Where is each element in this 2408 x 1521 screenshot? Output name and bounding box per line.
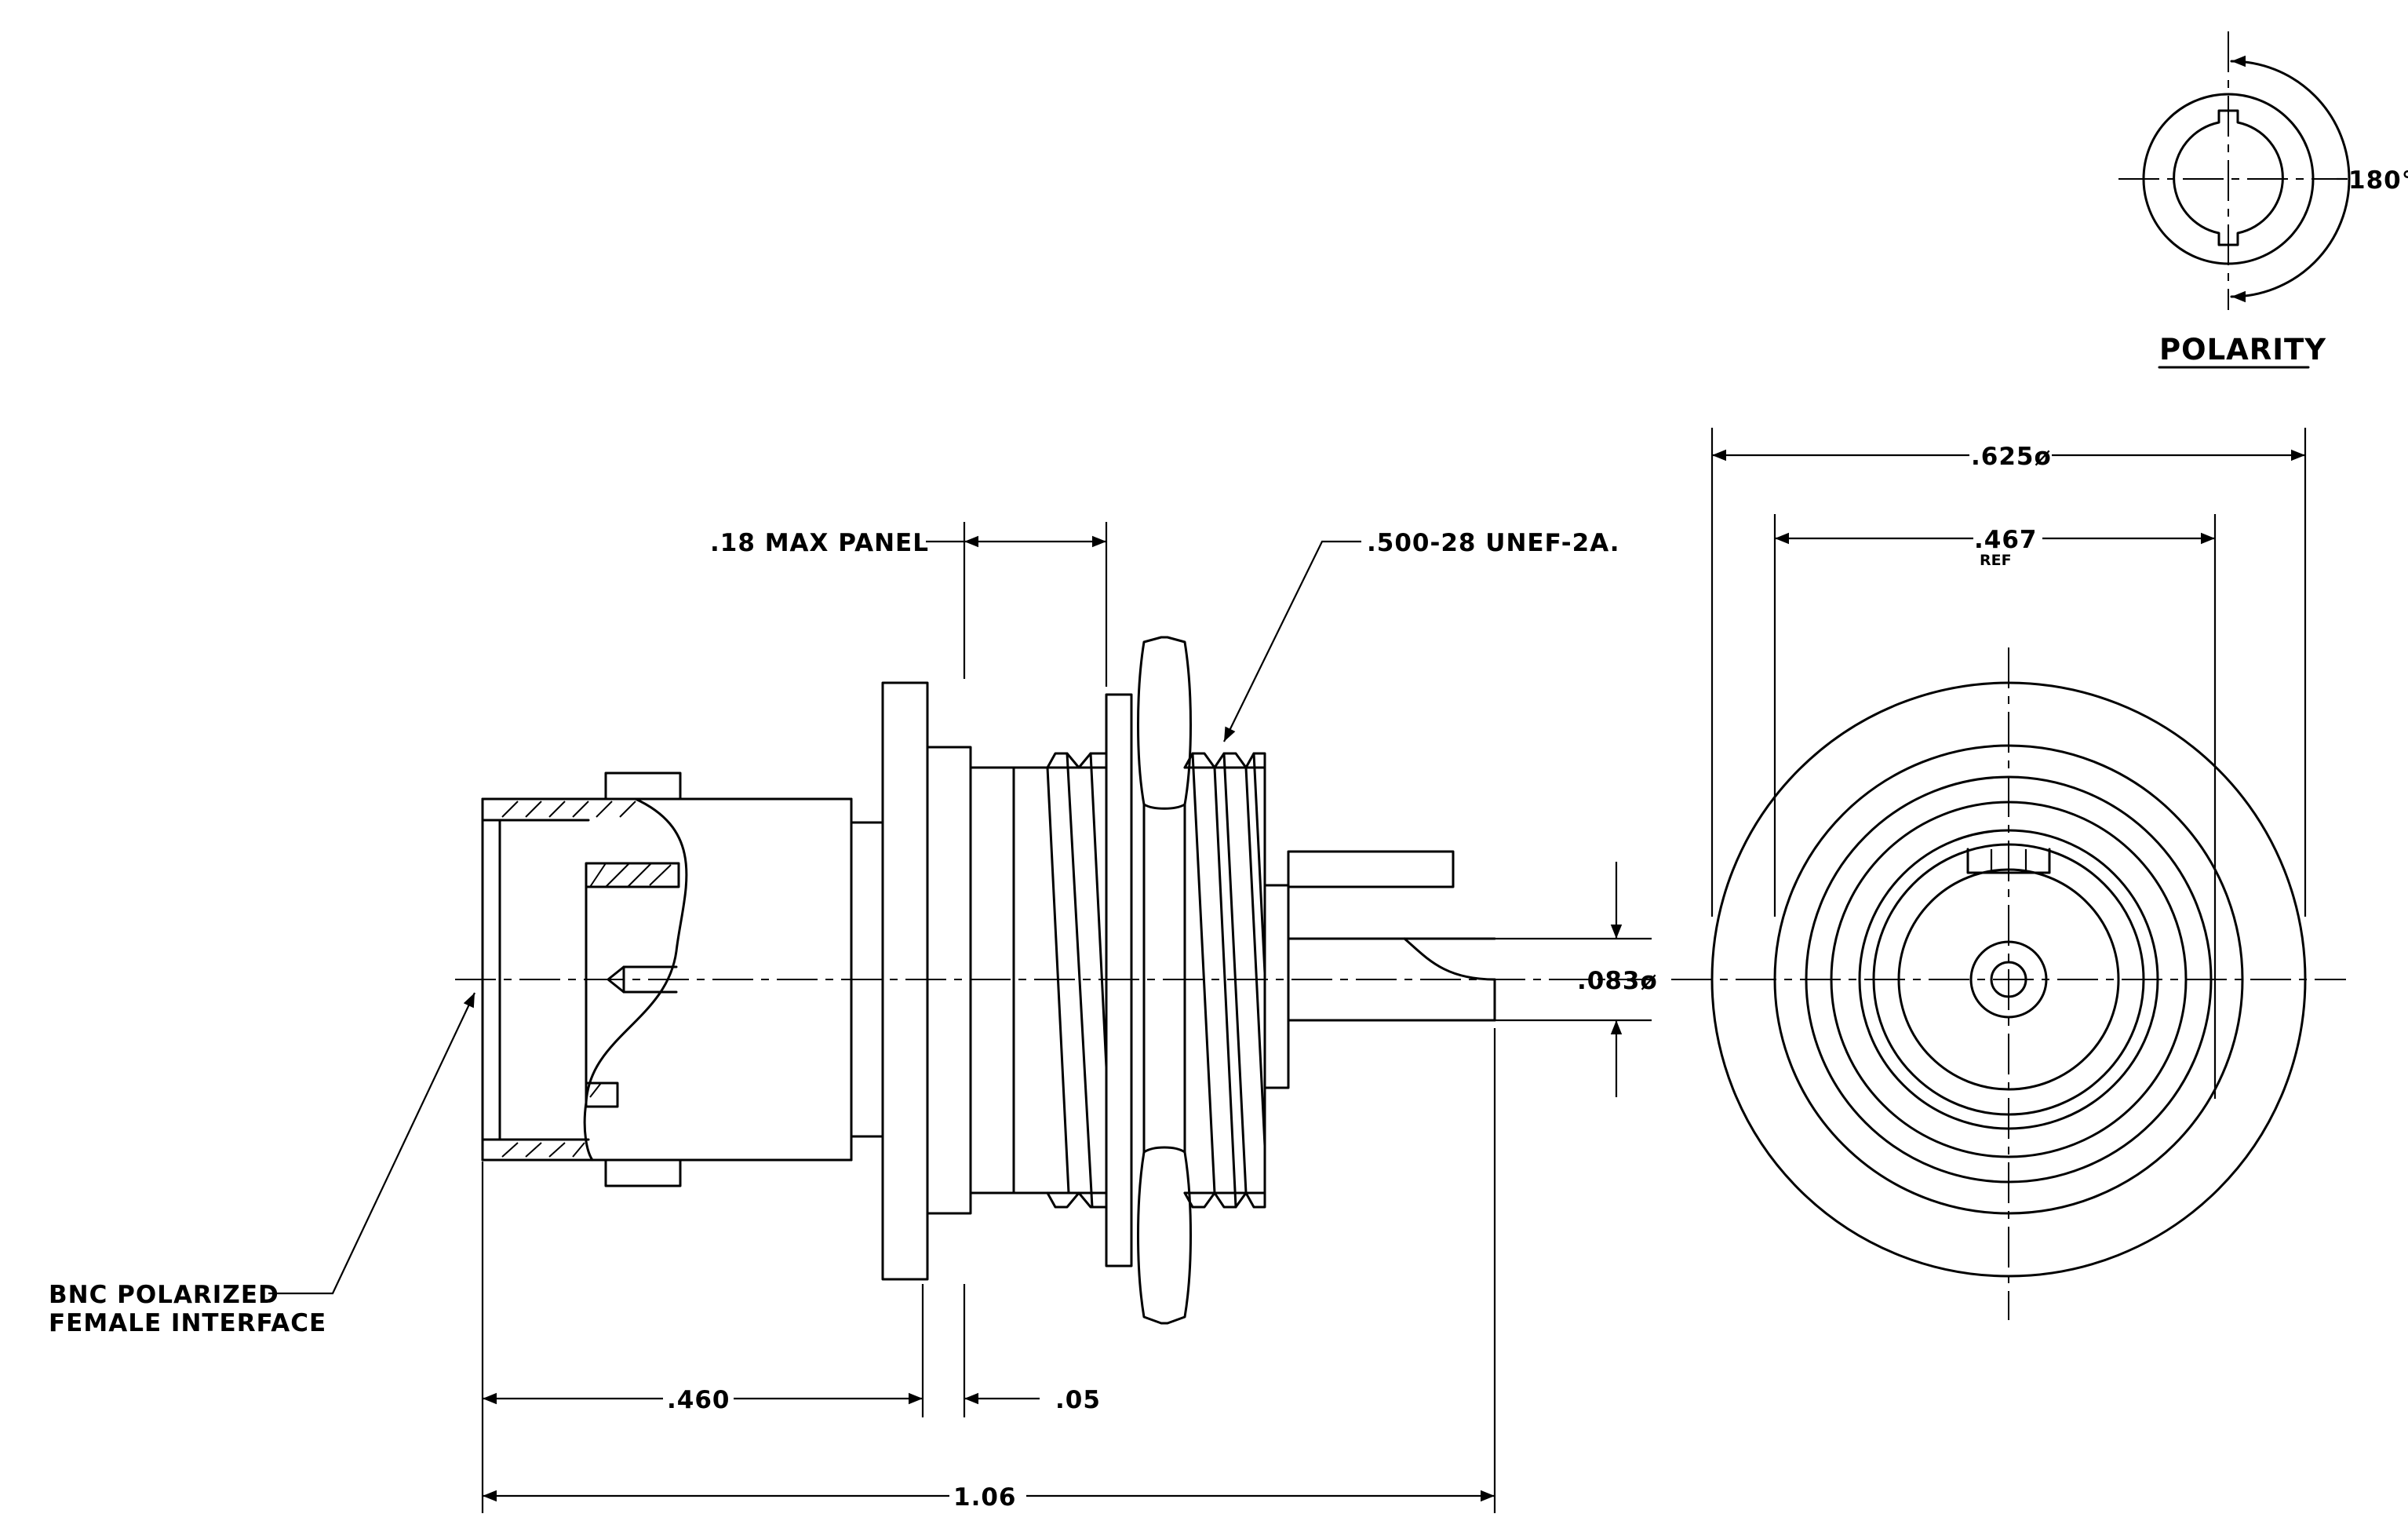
lock-washer bbox=[1105, 693, 1133, 1268]
thread-spec-label: .500-28 UNEF-2A. bbox=[1367, 529, 1620, 557]
panel-flange bbox=[881, 681, 929, 1281]
bnc-interface-label-line2: FEMALE INTERFACE bbox=[49, 1309, 326, 1337]
bayonet-stud-bottom bbox=[604, 1158, 682, 1187]
polarity-title: POLARITY bbox=[2159, 333, 2326, 367]
dimensions: .18 MAX PANEL .500-28 UNEF-2A. BNC POLAR… bbox=[49, 428, 2307, 1513]
dim-467-label: .467 bbox=[1974, 526, 2038, 554]
dim-625-label: .625ø bbox=[1971, 443, 2052, 471]
max-panel-label: .18 MAX PANEL bbox=[710, 529, 929, 557]
dim-05-label: .05 bbox=[1055, 1386, 1101, 1414]
dim-460-label: .460 bbox=[667, 1386, 730, 1414]
polarity-angle-label: 180° bbox=[2348, 166, 2408, 195]
hex-nut bbox=[1137, 636, 1192, 1325]
bnc-interface-label-line1: BNC POLARIZED bbox=[49, 1281, 279, 1309]
polarity-view: 180° POLARITY bbox=[2118, 31, 2408, 369]
side-view bbox=[455, 636, 1652, 1325]
bayonet-stud-top bbox=[604, 771, 682, 801]
dim-106-label: 1.06 bbox=[953, 1483, 1017, 1512]
front-view bbox=[1671, 647, 2346, 1320]
dim-467-ref-label: REF bbox=[1980, 552, 2012, 569]
dim-083-label: .083ø bbox=[1577, 967, 1658, 995]
